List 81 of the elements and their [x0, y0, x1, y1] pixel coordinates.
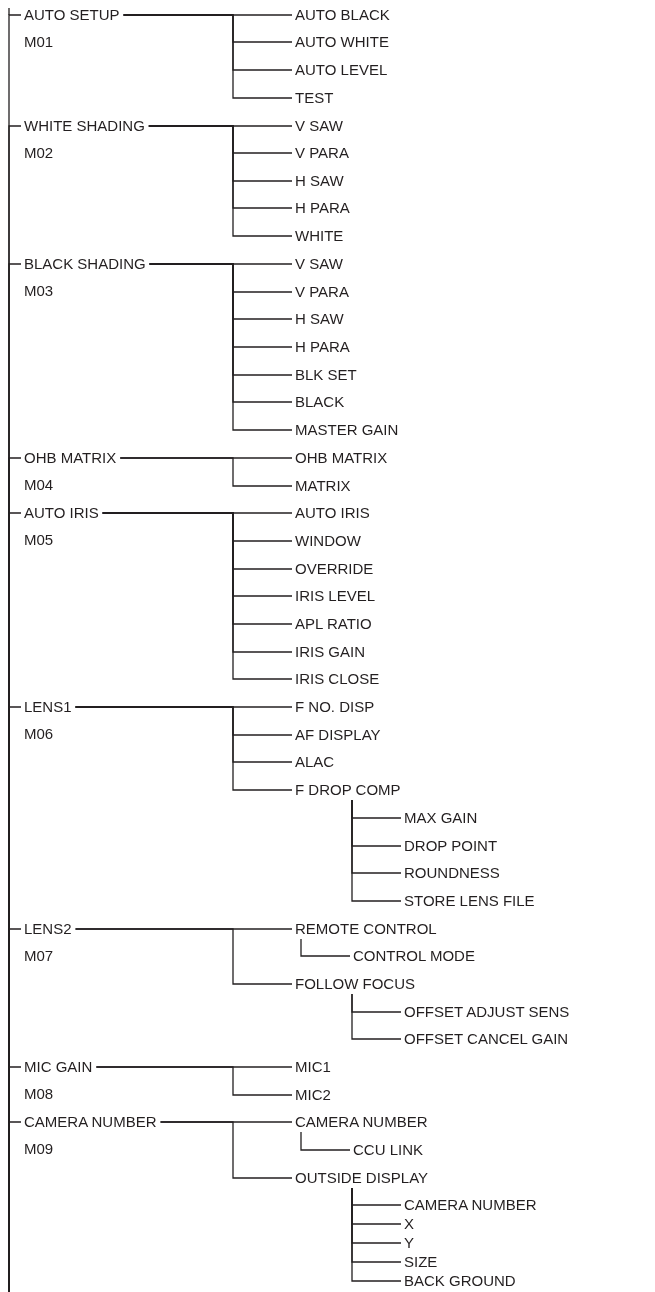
menu-item: F NO. DISP: [295, 698, 375, 716]
menu-item: MASTER GAIN: [295, 421, 399, 439]
menu-item: BACK GROUND: [404, 1272, 516, 1290]
tree-connector: [159, 1121, 293, 1179]
menu-item: OHB MATRIX: [24, 449, 117, 467]
menu-item: IRIS LEVEL: [295, 587, 376, 605]
menu-item: V SAW: [295, 255, 343, 273]
menu-code: M09: [24, 1140, 55, 1158]
menu-item: SIZE: [404, 1253, 438, 1271]
menu-code: M02: [24, 144, 55, 162]
menu-item: X: [404, 1215, 414, 1233]
menu-item: MIC1: [295, 1058, 331, 1076]
menu-item: CAMERA NUMBER: [404, 1196, 537, 1214]
menu-code: M05: [24, 531, 55, 549]
menu-item: H SAW: [295, 310, 344, 328]
menu-item: BLACK SHADING: [24, 255, 146, 273]
menu-item: BLK SET: [295, 366, 357, 384]
menu-item: WINDOW: [295, 532, 361, 550]
menu-item: CAMERA NUMBER: [295, 1113, 428, 1131]
menu-item: WHITE SHADING: [24, 117, 145, 135]
menu-code: M08: [24, 1085, 55, 1103]
menu-item: OUTSIDE DISPLAY: [295, 1169, 429, 1187]
tree-connector: [351, 993, 402, 1040]
menu-item: REMOTE CONTROL: [295, 920, 437, 938]
menu-item: F DROP COMP: [295, 781, 401, 799]
tree-connector: [300, 1131, 351, 1151]
menu-item: H PARA: [295, 199, 350, 217]
menu-item: AUTO SETUP: [24, 6, 120, 24]
menu-item: OFFSET CANCEL GAIN: [404, 1030, 569, 1048]
tree-connector: [149, 263, 293, 431]
menu-item: AUTO WHITE: [295, 33, 389, 51]
menu-item: AUTO IRIS: [295, 504, 370, 522]
menu-item: H PARA: [295, 338, 350, 356]
tree-connector: [95, 1066, 293, 1096]
menu-item: MIC GAIN: [24, 1058, 93, 1076]
menu-item: FOLLOW FOCUS: [295, 975, 415, 993]
menu-code: M03: [24, 282, 55, 300]
menu-code: M07: [24, 947, 55, 965]
menu-item: LENS2: [24, 920, 72, 938]
tree-connector: [351, 1187, 402, 1282]
menu-item: IRIS GAIN: [295, 643, 365, 661]
menu-item: V PARA: [295, 283, 349, 301]
tree-connector: [8, 1121, 22, 1292]
menu-item: ALAC: [295, 753, 335, 771]
tree-connector: [122, 14, 293, 99]
menu-item: OVERRIDE: [295, 560, 374, 578]
tree-connector: [102, 512, 293, 680]
menu-item: V PARA: [295, 144, 349, 162]
menu-item: APL RATIO: [295, 615, 372, 633]
menu-item: BLACK: [295, 393, 345, 411]
menu-item: CCU LINK: [353, 1141, 423, 1159]
menu-item: DROP POINT: [404, 837, 498, 855]
menu-item: MAX GAIN: [404, 809, 478, 827]
menu-item: OFFSET ADJUST SENS: [404, 1003, 570, 1021]
tree-connector: [300, 938, 351, 957]
menu-item: ROUNDNESS: [404, 864, 500, 882]
menu-item: IRIS CLOSE: [295, 670, 380, 688]
menu-item: OHB MATRIX: [295, 449, 388, 467]
menu-item: TEST: [295, 89, 334, 107]
tree-connector: [74, 928, 293, 985]
menu-item: V SAW: [295, 117, 343, 135]
tree-connector: [351, 799, 402, 902]
menu-item: MIC2: [295, 1086, 331, 1104]
menu-code: M01: [24, 33, 55, 51]
tree-connector: [119, 457, 293, 487]
menu-code: M04: [24, 476, 55, 494]
menu-item: CONTROL MODE: [353, 947, 475, 965]
menu-item: WHITE: [295, 227, 344, 245]
menu-item: AUTO IRIS: [24, 504, 99, 522]
menu-item: MATRIX: [295, 477, 351, 495]
menu-item: H SAW: [295, 172, 344, 190]
menu-item: CAMERA NUMBER: [24, 1113, 157, 1131]
menu-code: M06: [24, 725, 55, 743]
menu-item: LENS1: [24, 698, 72, 716]
tree-connector: [148, 125, 293, 237]
menu-item: AF DISPLAY: [295, 726, 381, 744]
menu-item: STORE LENS FILE: [404, 892, 535, 910]
menu-item: AUTO LEVEL: [295, 61, 388, 79]
menu-item: AUTO BLACK: [295, 6, 390, 24]
tree-connector: [74, 706, 293, 791]
menu-item: Y: [404, 1234, 414, 1252]
